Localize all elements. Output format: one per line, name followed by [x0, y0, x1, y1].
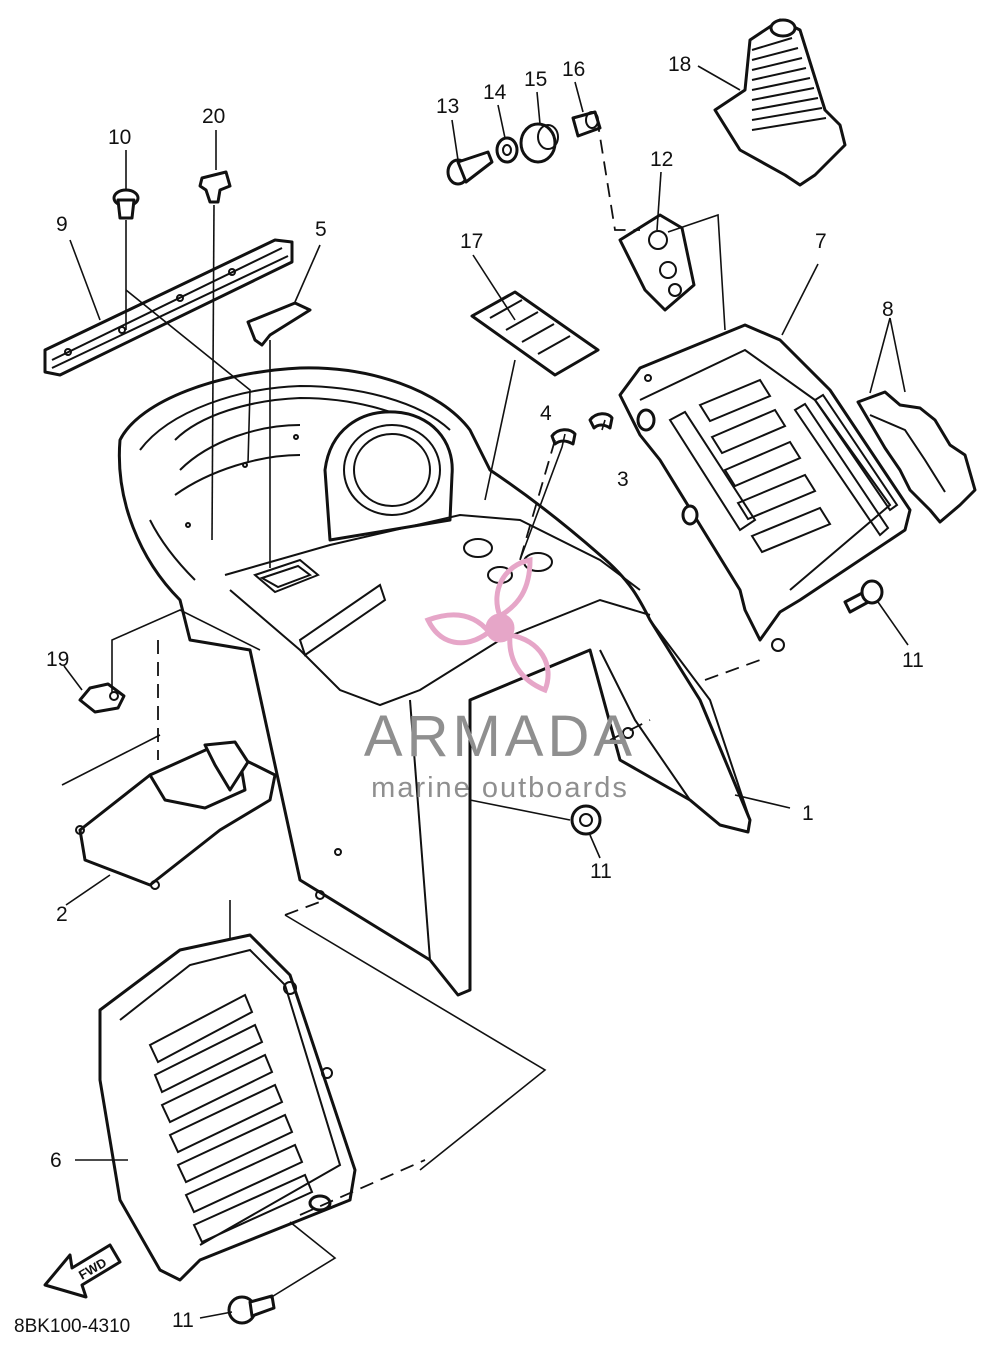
watermark-tagline: marine outboards: [371, 772, 629, 804]
callout-11-center: 11: [590, 860, 612, 883]
callout-2: 2: [56, 903, 68, 926]
grille-7-louvers: [698, 378, 832, 554]
part-code: 8BK100-4310: [14, 1316, 130, 1337]
part-19-clamp: [78, 682, 126, 714]
part-9-rail: [43, 238, 294, 377]
callout-10: 10: [108, 126, 131, 149]
part-11-bolt-center: [570, 804, 602, 836]
part-3-grommet: [588, 412, 614, 430]
callout-18: 18: [668, 53, 691, 76]
callout-9: 9: [56, 213, 68, 236]
part-6-left-grille: [98, 933, 357, 1282]
part-13-bolt: [446, 150, 494, 186]
part-2-bracket: [75, 740, 277, 890]
dashed-leader-lines: [157, 117, 761, 1216]
part-10-rivet: [112, 188, 140, 220]
callout-16: 16: [562, 58, 585, 81]
callout-12: 12: [650, 148, 673, 171]
part-7-right-grille: [618, 323, 912, 652]
part-14-washer: [495, 136, 519, 164]
callout-15: 15: [524, 68, 547, 91]
part-16-spacer: [571, 110, 602, 138]
callout-5: 5: [315, 218, 327, 241]
callout-11-right: 11: [902, 649, 924, 672]
callout-20: 20: [202, 105, 225, 128]
callout-4: 4: [540, 402, 552, 425]
callout-17: 17: [460, 230, 483, 253]
callout-labels: 1 2 3 4 5 6 7 8 9 10 11 11 11 12 13 14 1…: [46, 53, 924, 1332]
callout-13: 13: [436, 95, 459, 118]
callout-6: 6: [50, 1149, 62, 1172]
part-1-front-panel: [117, 366, 752, 997]
part-15-collar: [519, 122, 559, 164]
callout-19: 19: [46, 648, 69, 671]
part-11-bolt-bottom: [227, 1294, 276, 1325]
callout-3: 3: [617, 468, 629, 491]
part-11-bolt-right: [843, 579, 884, 614]
part-20-clip: [198, 170, 232, 204]
watermark-brand: ARMADA: [364, 704, 636, 769]
callout-1: 1: [802, 802, 814, 825]
part-17-label: [470, 290, 600, 377]
grille-6-louvers: [148, 993, 314, 1244]
callout-11-bottom: 11: [172, 1309, 194, 1332]
callout-8: 8: [882, 298, 894, 321]
part-12-holder: [618, 213, 696, 312]
part-5-plate: [246, 301, 312, 347]
watermark-propeller-logo: [424, 556, 551, 694]
callout-14: 14: [483, 81, 507, 104]
leader-lines: [61, 65, 909, 1319]
fwd-arrow: FWD: [43, 1243, 122, 1299]
watermark: ARMADA marine outboards: [364, 556, 636, 804]
part-4-grommet: [550, 428, 577, 446]
part-8-trim-strip: [856, 390, 977, 524]
part-18-boot: [713, 18, 847, 187]
callout-7: 7: [815, 230, 827, 253]
